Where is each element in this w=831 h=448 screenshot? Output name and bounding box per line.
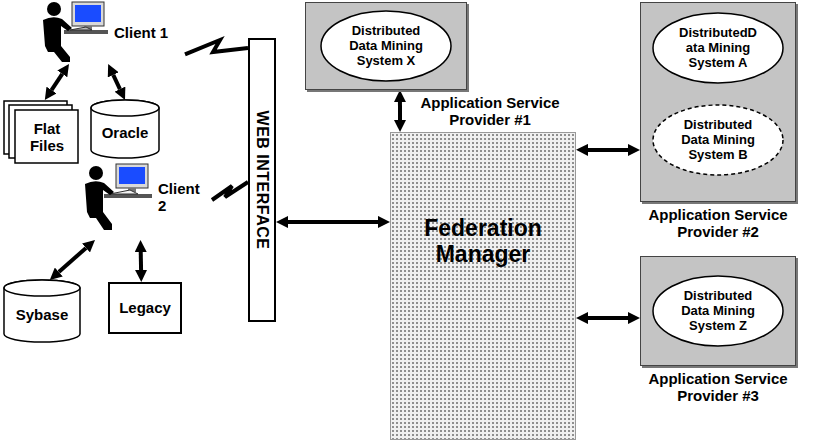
node-label: DistributedD ata Mining System A	[672, 26, 764, 71]
lightning-link	[185, 40, 248, 54]
node-label: Oracle	[102, 124, 149, 141]
double-arrow	[51, 74, 62, 90]
node-label: Distributed Data Mining System B	[672, 118, 764, 163]
computer-user-figure	[85, 164, 152, 230]
client-workstation: Client 1	[40, 0, 185, 64]
double-arrow	[588, 316, 628, 320]
node-label: Flat Files	[30, 120, 64, 155]
lightning-link	[212, 182, 248, 200]
double-arrow	[588, 148, 628, 152]
node-label: Sybase	[16, 306, 69, 323]
mining-system-ellipse: DistributedD ata Mining System A	[652, 12, 784, 84]
node-label: Application Service Provider #2	[633, 206, 803, 241]
computer-user-figure	[43, 2, 108, 62]
mining-system-ellipse: Distributed Data Mining System X	[320, 10, 452, 82]
federation-manager-box: Federation Manager	[390, 132, 576, 440]
web-interface-band: WEB INTERFACE	[248, 38, 276, 322]
database-cylinder: Sybase	[3, 280, 81, 342]
double-arrow	[398, 102, 402, 120]
node-label: WEB INTERFACE	[253, 111, 271, 250]
double-arrow	[139, 252, 143, 270]
flat-file-stack: Flat Files	[3, 100, 79, 164]
mining-system-ellipse: Distributed Data Mining System Z	[652, 275, 784, 347]
node-label: Legacy	[119, 299, 171, 316]
node-label: Application Service Provider #3	[633, 370, 803, 405]
service-provider-box: Application Service Provider #3Distribut…	[640, 256, 796, 366]
database-cylinder: Oracle	[90, 100, 160, 158]
double-arrow	[59, 248, 86, 272]
double-arrow	[113, 75, 120, 89]
node-label: Client 2	[158, 180, 200, 215]
service-provider-box: Application Service Provider #1Distribut…	[305, 2, 467, 90]
node-label: Federation Manager	[408, 215, 558, 268]
double-arrow	[288, 220, 378, 224]
service-provider-box: Application Service Provider #2Distribut…	[640, 2, 796, 202]
node-label: Distributed Data Mining System Z	[672, 289, 764, 334]
node-label: Client 1	[114, 24, 168, 41]
node-label: Distributed Data Mining System X	[340, 24, 432, 69]
node-label: Application Service Provider #1	[415, 94, 565, 129]
client-workstation: Client 2	[82, 160, 212, 240]
mining-system-ellipse: Distributed Data Mining System B	[652, 104, 784, 176]
legacy-system-box: Legacy	[108, 282, 182, 334]
